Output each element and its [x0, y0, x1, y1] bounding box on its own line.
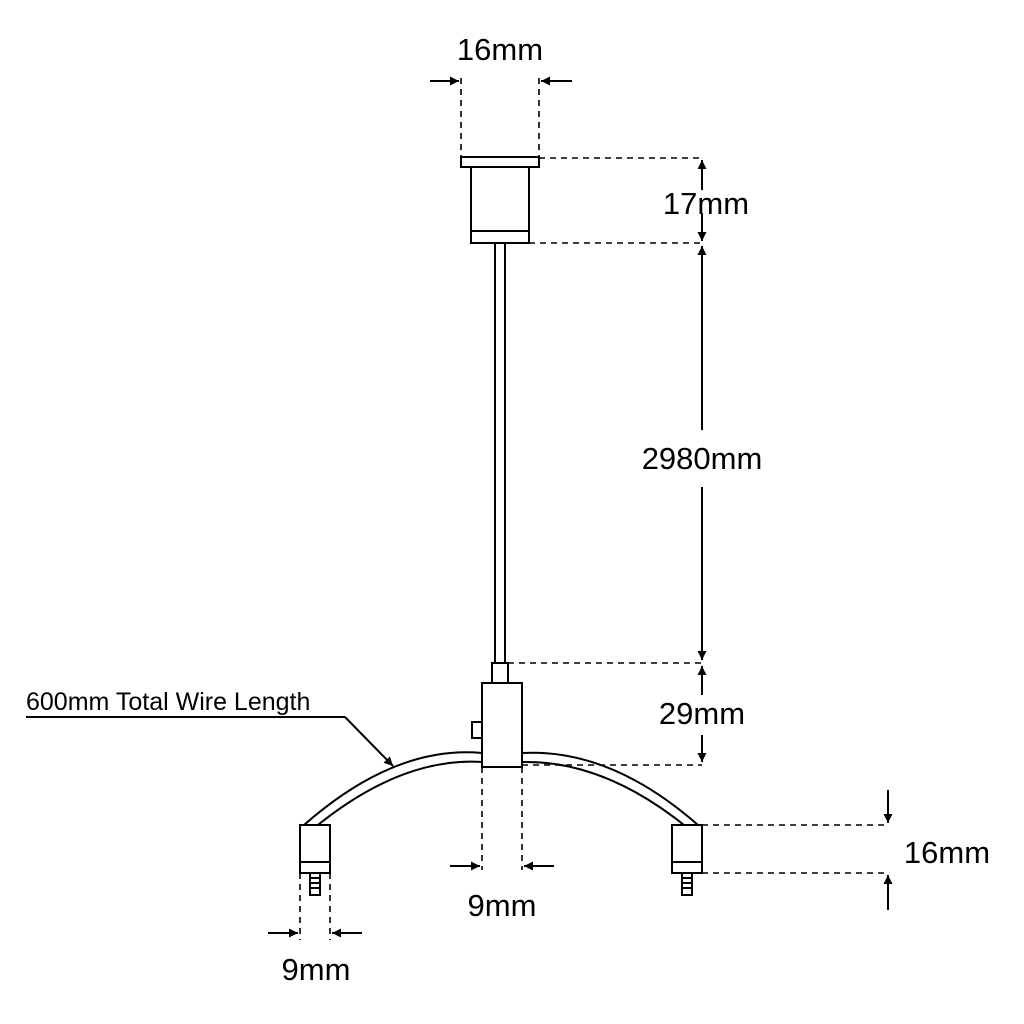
suspension-cable — [494, 243, 506, 663]
hub-width-dimension: 9mm — [450, 767, 554, 923]
canopy-height-dimension: 17mm — [529, 157, 749, 244]
left-cap-body — [299, 824, 331, 874]
right-cap-body — [671, 824, 703, 874]
left-end-cap — [299, 824, 331, 896]
right-end-cap — [671, 824, 703, 896]
hub-body — [481, 682, 523, 768]
canopy-plate — [460, 156, 540, 168]
end-cap-height-dimension: 16mm — [702, 790, 990, 910]
canopy-height-label: 17mm — [663, 186, 749, 221]
top-width-label: 16mm — [457, 32, 543, 67]
hub-collar — [491, 662, 509, 684]
top-width-dimension: 16mm — [430, 32, 572, 157]
end-cap-height-label: 16mm — [904, 835, 990, 870]
end-cap-width-dimension: 9mm — [268, 873, 362, 987]
wire-length-callout: 600mm Total Wire Length — [26, 688, 394, 767]
hub-height-dimension: 29mm — [508, 662, 745, 766]
hub-height-label: 29mm — [659, 696, 745, 731]
wire-length-note: 600mm Total Wire Length — [26, 688, 310, 716]
cable-length-dimension: 2980mm — [642, 246, 763, 660]
end-cap-width-label: 9mm — [282, 952, 351, 987]
hub-width-label: 9mm — [468, 888, 537, 923]
splitter-hub — [471, 662, 523, 768]
ceiling-canopy — [460, 156, 540, 244]
cable-length-label: 2980mm — [642, 441, 763, 476]
arc-wires — [303, 751, 699, 830]
